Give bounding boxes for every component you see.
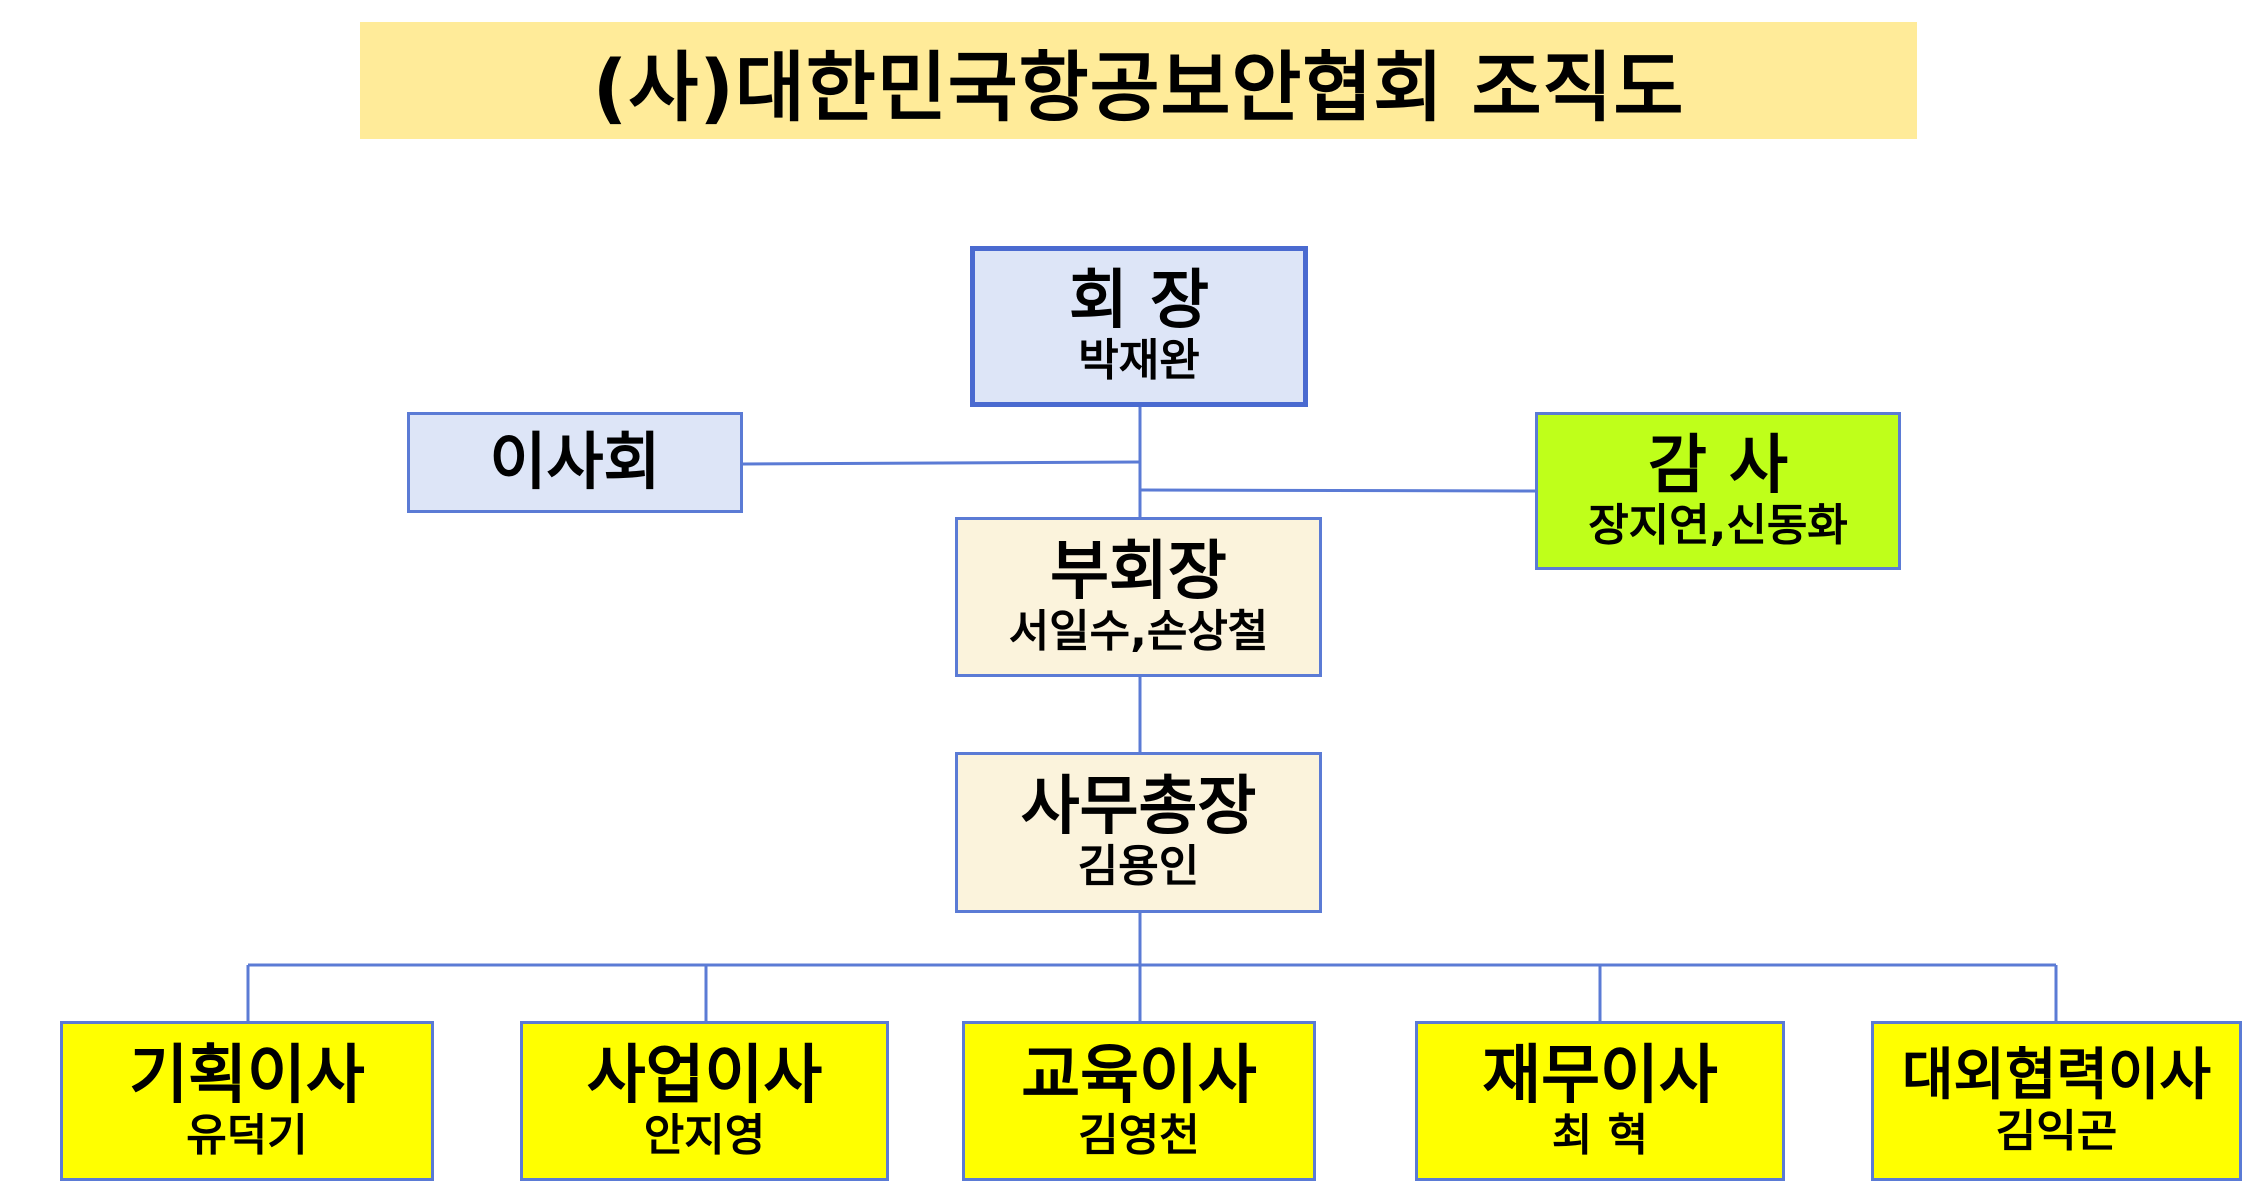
director-box-education: 교육이사 김영천 xyxy=(962,1021,1316,1181)
board-box: 이사회 xyxy=(407,412,743,513)
auditor-box: 감 사 장지연,신동화 xyxy=(1535,412,1901,570)
director-name: 최 혁 xyxy=(1551,1109,1649,1161)
auditor-name: 장지연,신동화 xyxy=(1588,499,1848,551)
title-banner: (사)대한민국항공보안협회 조직도 xyxy=(360,22,1917,139)
director-name: 유덕기 xyxy=(186,1109,308,1161)
board-role: 이사회 xyxy=(489,425,661,499)
director-name: 김영천 xyxy=(1078,1109,1200,1161)
director-box-business: 사업이사 안지영 xyxy=(520,1021,889,1181)
president-role: 회 장 xyxy=(1068,264,1210,338)
director-role: 기획이사 xyxy=(129,1038,365,1113)
director-name: 김익곤 xyxy=(1995,1105,2118,1157)
president-name: 박재완 xyxy=(1078,335,1200,387)
director-role: 사업이사 xyxy=(586,1038,823,1113)
vice-president-box: 부회장 서일수,손상철 xyxy=(955,517,1322,677)
line-board xyxy=(742,460,1141,466)
secretary-general-role: 사무총장 xyxy=(1020,770,1257,844)
vice-president-name: 서일수,손상철 xyxy=(1008,605,1269,657)
secretary-general-box: 사무총장 김용인 xyxy=(955,752,1322,913)
vice-president-role: 부회장 xyxy=(1050,534,1227,609)
director-role: 교육이사 xyxy=(1021,1038,1257,1113)
director-name: 안지영 xyxy=(643,1109,766,1161)
auditor-role: 감 사 xyxy=(1647,428,1789,503)
line-auditor xyxy=(1139,488,1538,493)
page-title: (사)대한민국항공보안협회 조직도 xyxy=(592,42,1685,132)
director-role: 대외협력이사 xyxy=(1901,1042,2212,1108)
director-box-planning: 기획이사 유덕기 xyxy=(60,1021,434,1181)
director-role: 재무이사 xyxy=(1482,1038,1718,1113)
secretary-general-name: 김용인 xyxy=(1077,841,1200,893)
director-box-finance: 재무이사 최 혁 xyxy=(1415,1021,1785,1181)
director-box-external: 대외협력이사 김익곤 xyxy=(1871,1021,2242,1181)
president-box: 회 장 박재완 xyxy=(970,246,1308,407)
